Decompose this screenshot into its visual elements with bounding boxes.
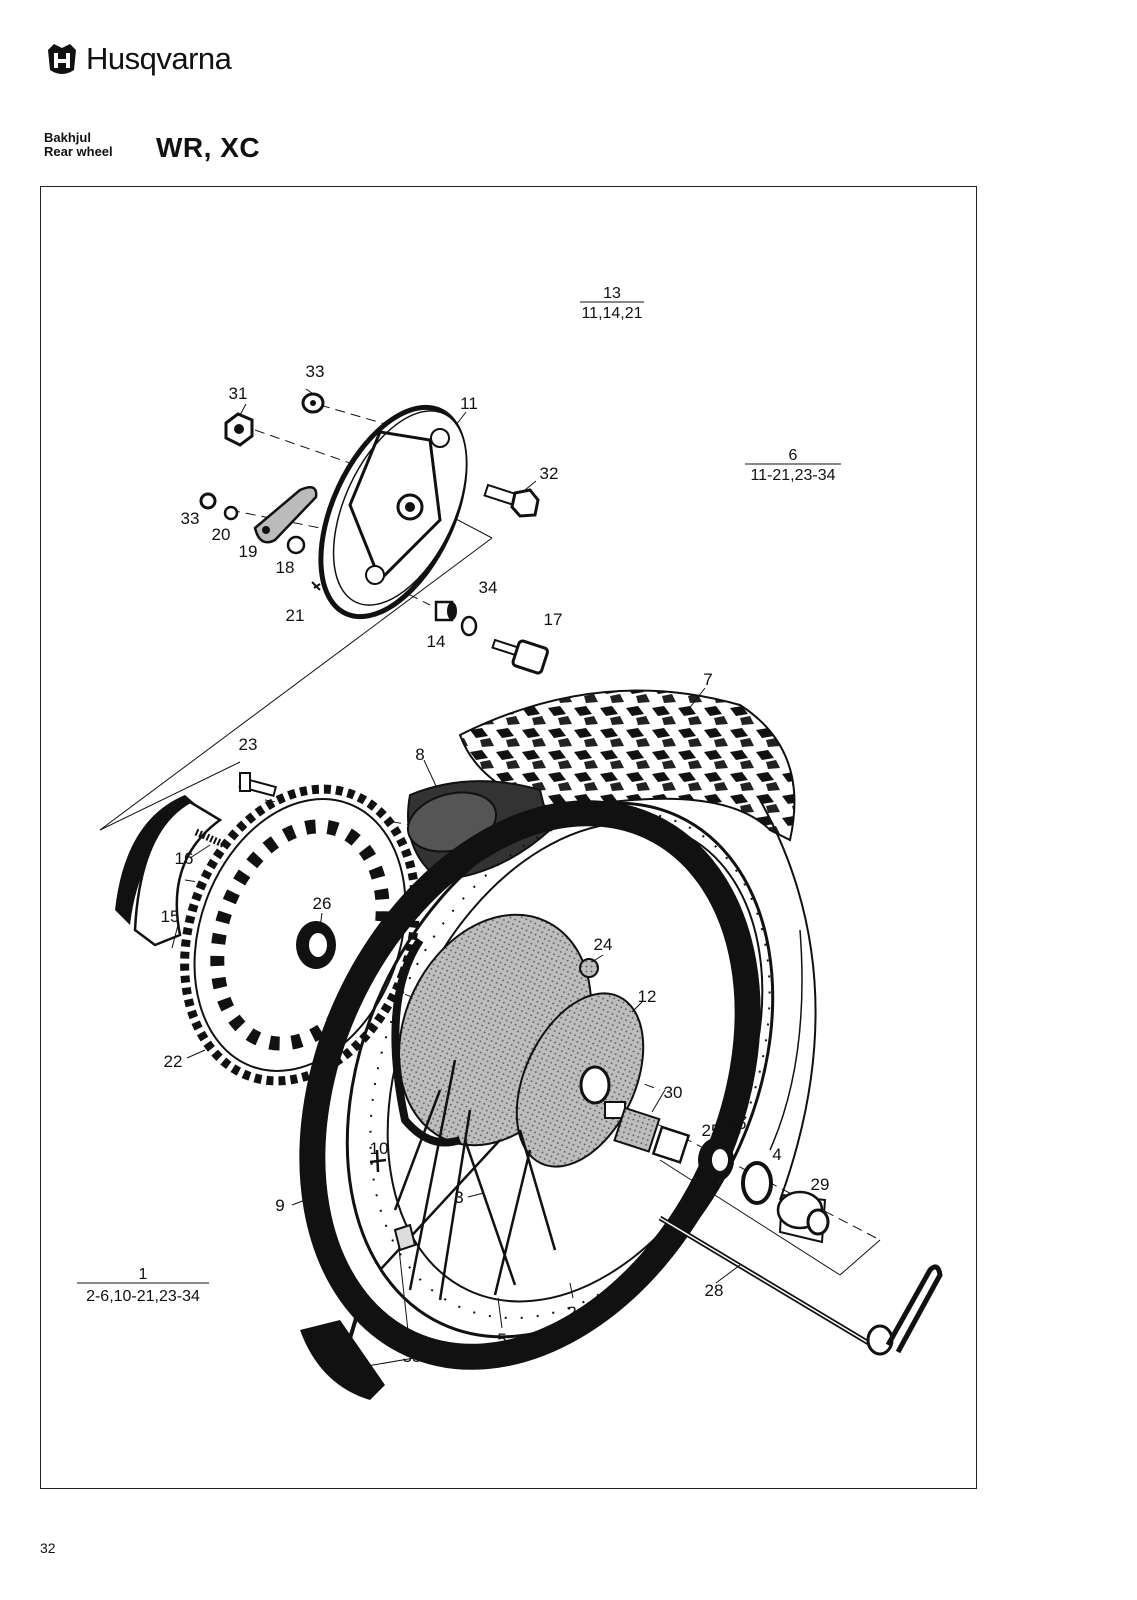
brake-lever-19: [253, 485, 318, 544]
assembly-ref-13: 13 11,14,21: [580, 285, 644, 322]
axle-28: [658, 1215, 943, 1356]
section-subtitle: Bakhjul Rear wheel: [44, 131, 113, 159]
callout-7: 7: [703, 670, 712, 689]
brake-shoe-15: [115, 795, 223, 947]
hub-12: [391, 913, 645, 1168]
ref-6-contains: 11-21,23-34: [750, 467, 835, 484]
callout-25: 25: [702, 1121, 721, 1140]
nut-33-top: [301, 392, 325, 414]
callout-16: 16: [175, 849, 194, 868]
callout-17: 17: [544, 610, 563, 629]
callout-35: 35: [403, 1347, 422, 1366]
diagram-frame: [40, 186, 977, 1489]
callout-5: 5: [497, 1330, 506, 1349]
nut-33-lower: [199, 492, 217, 510]
callout-3: 3: [454, 1188, 463, 1207]
pin-21: [311, 581, 321, 591]
spacer-14: [434, 600, 457, 622]
callout-11: 11: [460, 394, 478, 413]
assembly-ref-6: 6 11-21,23-34: [745, 447, 841, 484]
ref-6-part: 6: [789, 447, 798, 464]
rim-lock-35: [300, 1223, 417, 1400]
page-number: 32: [40, 1540, 56, 1556]
callout-26-left: 26: [313, 894, 332, 913]
washer-20: [223, 505, 239, 521]
spacer-29: [776, 1190, 830, 1244]
callout-31: 31: [229, 384, 248, 403]
husqvarna-crown-icon: [48, 44, 76, 74]
assembly-ref-1: 1 2-6,10-21,23-34: [77, 1266, 209, 1305]
callout-12: 12: [638, 987, 657, 1006]
pin-10: [369, 1149, 387, 1173]
seal-4: [741, 1161, 773, 1205]
brake-plate: [318, 404, 468, 620]
part-callouts: 33 31 11 32 33 20 19 18 21 34 14 17 7 23…: [161, 362, 830, 1366]
ref-1-contains: 2-6,10-21,23-34: [86, 1288, 200, 1305]
callout-23: 23: [239, 735, 258, 754]
callout-30: 30: [664, 1083, 683, 1102]
callout-18: 18: [276, 558, 295, 577]
nut-24: [579, 958, 599, 978]
callout-34: 34: [479, 578, 498, 597]
subtitle-english: Rear wheel: [44, 144, 113, 159]
ref-13-contains: 11,14,21: [581, 305, 642, 322]
callout-21: 21: [286, 606, 305, 625]
callout-33-lower: 33: [181, 509, 200, 528]
bearing-26-right: [698, 1138, 734, 1182]
washer-34: [460, 615, 478, 637]
o-ring-18: [286, 535, 306, 555]
ref-1-part: 1: [139, 1266, 148, 1283]
callout-22: 22: [164, 1052, 183, 1071]
adjuster-17: [491, 638, 549, 675]
leader-lines: [171, 388, 741, 1370]
ref-13-part: 13: [603, 285, 621, 302]
callout-28: 28: [705, 1281, 724, 1300]
callout-10: 10: [370, 1139, 389, 1158]
callout-19: 19: [239, 542, 258, 561]
callout-24: 24: [594, 935, 613, 954]
spacer-25: [651, 1125, 691, 1164]
callout-26-right: 26: [728, 1114, 747, 1133]
callout-2: 2: [567, 1303, 576, 1322]
callout-14: 14: [427, 632, 446, 651]
brand-logo: Husqvarna: [44, 38, 232, 80]
bearing-26-left: [296, 921, 336, 969]
bolt-23: [238, 772, 278, 797]
callout-15: 15: [161, 907, 180, 926]
subtitle-swedish: Bakhjul: [44, 130, 91, 145]
callout-4: 4: [772, 1145, 781, 1164]
brand-name: Husqvarna: [86, 41, 232, 76]
callout-33-top: 33: [306, 362, 325, 381]
callout-29: 29: [811, 1175, 830, 1194]
callout-9: 9: [275, 1196, 284, 1215]
nut-31: [224, 412, 254, 447]
bolt-32: [483, 483, 540, 518]
callout-32: 32: [540, 464, 559, 483]
spacer-30: [604, 1101, 661, 1153]
callout-8: 8: [415, 745, 424, 764]
model-title: WR, XC: [156, 132, 261, 163]
callout-20: 20: [212, 525, 231, 544]
